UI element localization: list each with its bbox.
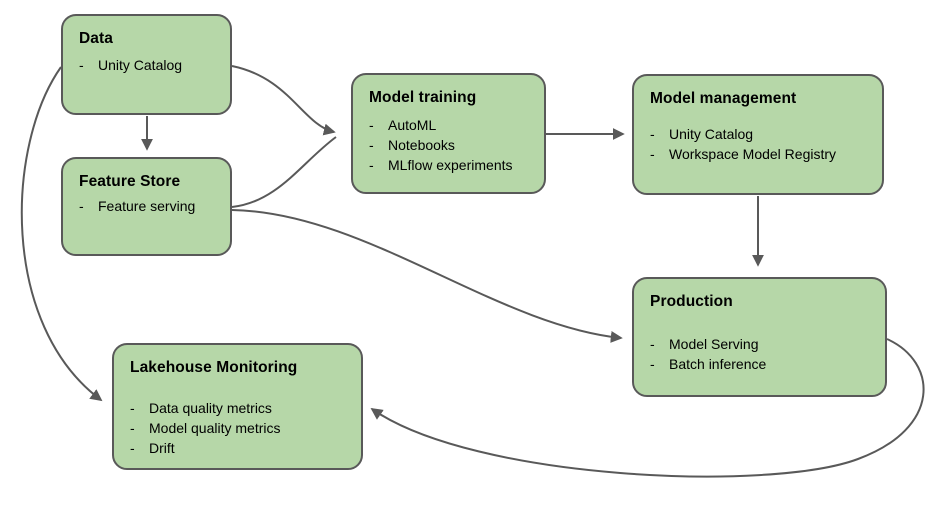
box-lakehouse-monitoring-title: Lakehouse Monitoring — [130, 359, 298, 376]
box-model-training-title: Model training — [369, 89, 477, 106]
bullet-text: Workspace Model Registry — [669, 146, 837, 162]
bullet-text: AutoML — [388, 117, 437, 133]
box-feature-store-bullets: -Feature serving — [79, 196, 214, 216]
bullet-item: -AutoML — [369, 115, 528, 135]
bullet-item: -Unity Catalog — [79, 55, 214, 75]
bullet-dash: - — [650, 356, 655, 372]
box-lakehouse-monitoring: Lakehouse Monitoring -Data quality metri… — [112, 343, 363, 470]
bullet-dash: - — [650, 336, 655, 352]
edge-feature-store-to-model-training — [231, 136, 337, 208]
bullet-text: Batch inference — [669, 356, 767, 372]
bullet-item: -Model Serving — [650, 334, 869, 354]
bullet-dash: - — [79, 198, 84, 214]
box-data-title: Data — [79, 30, 113, 47]
bullet-text: Feature serving — [98, 198, 196, 214]
box-production-title: Production — [650, 293, 733, 310]
bullet-dash: - — [650, 126, 655, 142]
bullet-item: -Workspace Model Registry — [650, 144, 866, 164]
bullet-item: -Batch inference — [650, 354, 869, 374]
bullet-text: Unity Catalog — [669, 126, 754, 142]
bullet-item: -Notebooks — [369, 135, 528, 155]
bullet-text: Data quality metrics — [149, 400, 272, 416]
edge-feature-store-to-production — [231, 209, 623, 343]
edge-data-to-model-training — [231, 65, 336, 136]
box-lakehouse-monitoring-bullets: -Data quality metrics -Model quality met… — [130, 398, 345, 458]
bullet-dash: - — [130, 400, 135, 416]
bullet-text: Unity Catalog — [98, 57, 183, 73]
box-model-management-bullets: -Unity Catalog -Workspace Model Registry — [650, 124, 866, 164]
box-model-management: Model management -Unity Catalog -Workspa… — [632, 74, 884, 195]
box-data-bullets: -Unity Catalog — [79, 55, 214, 75]
bullet-text: Notebooks — [388, 137, 455, 153]
bullet-dash: - — [650, 146, 655, 162]
bullet-text: Model quality metrics — [149, 420, 281, 436]
box-model-training: Model training -AutoML -Notebooks -MLflo… — [351, 73, 546, 194]
box-feature-store: Feature Store -Feature serving — [61, 157, 232, 256]
box-data: Data -Unity Catalog — [61, 14, 232, 115]
bullet-dash: - — [369, 137, 374, 153]
box-production-bullets: -Model Serving -Batch inference — [650, 334, 869, 374]
bullet-text: Model Serving — [669, 336, 759, 352]
bullet-item: -MLflow experiments — [369, 155, 528, 175]
bullet-dash: - — [369, 157, 374, 173]
bullet-dash: - — [79, 57, 84, 73]
box-model-training-bullets: -AutoML -Notebooks -MLflow experiments — [369, 115, 528, 175]
bullet-dash: - — [369, 117, 374, 133]
box-model-management-title: Model management — [650, 90, 797, 107]
box-production: Production -Model Serving -Batch inferen… — [632, 277, 887, 397]
box-feature-store-title: Feature Store — [79, 173, 181, 190]
bullet-item: -Model quality metrics — [130, 418, 345, 438]
bullet-item: -Feature serving — [79, 196, 214, 216]
bullet-item: -Data quality metrics — [130, 398, 345, 418]
bullet-item: -Drift — [130, 438, 345, 458]
bullet-dash: - — [130, 440, 135, 456]
bullet-text: Drift — [149, 440, 175, 456]
bullet-dash: - — [130, 420, 135, 436]
bullet-item: -Unity Catalog — [650, 124, 866, 144]
bullet-text: MLflow experiments — [388, 157, 513, 173]
